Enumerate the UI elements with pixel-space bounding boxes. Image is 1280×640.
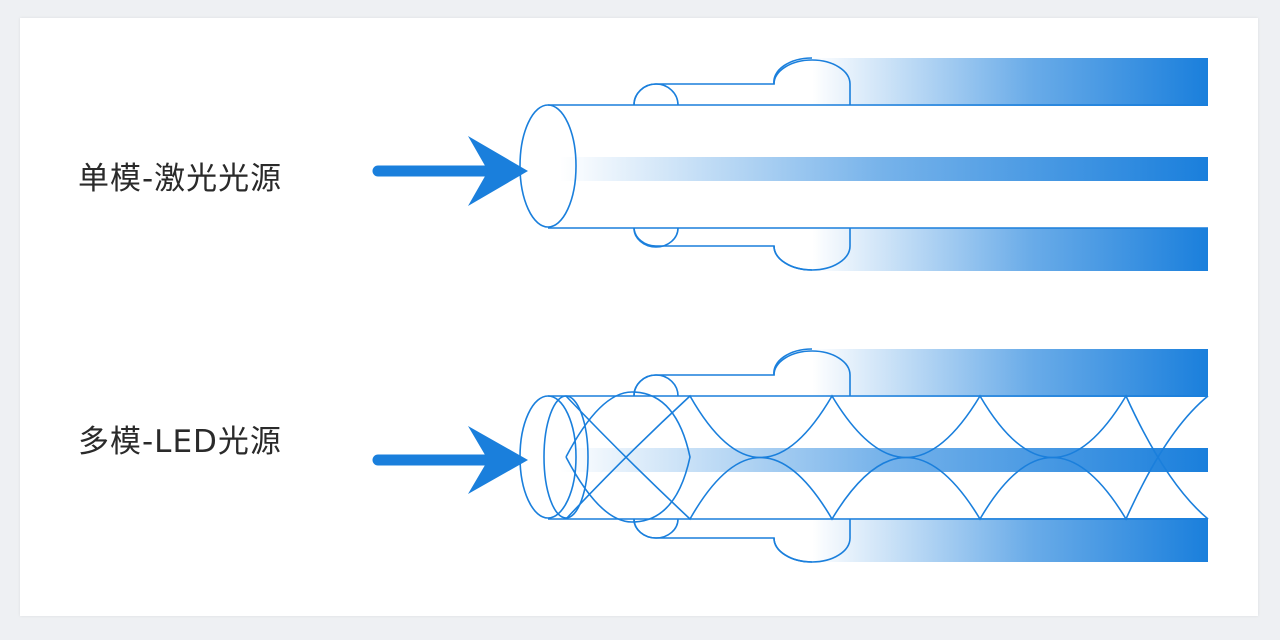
- multi-mode-label: 多模-LED光源: [78, 424, 282, 460]
- cladding-front-arc-top: [633, 374, 679, 397]
- jacket-front-arc-bottom: [773, 228, 851, 271]
- cladding-front-arc-bottom: [633, 518, 679, 539]
- jacket-front-arc-top: [773, 350, 851, 396]
- core-beam: [560, 157, 1208, 181]
- multi-mode-arrow: [372, 426, 528, 494]
- jacket-top-outline: [656, 57, 813, 85]
- single-mode-label: 单模-激光光源: [78, 161, 283, 197]
- cladding-front-arc-top: [633, 83, 679, 106]
- single-mode-fiber: [519, 57, 1208, 271]
- multimode-ray-path-lower: [565, 394, 1209, 520]
- jacket-band-bottom: [812, 518, 1208, 562]
- jacket-bottom-outline: [656, 245, 813, 271]
- jacket-band-bottom: [812, 228, 1208, 271]
- jacket-front-arc-bottom: [773, 519, 851, 563]
- cladding-front-arc-bottom: [633, 227, 679, 248]
- jacket-front-arc-top: [773, 59, 851, 105]
- single-mode-arrow: [372, 136, 528, 206]
- jacket-band-top: [812, 349, 1208, 397]
- jacket-top-outline: [656, 348, 813, 376]
- multi-mode-fiber: [519, 348, 1209, 563]
- jacket-bottom-outline: [656, 537, 813, 563]
- jacket-band-top: [812, 58, 1208, 106]
- multimode-ray-loop-first: [565, 391, 691, 523]
- diagram-card: [20, 18, 1258, 616]
